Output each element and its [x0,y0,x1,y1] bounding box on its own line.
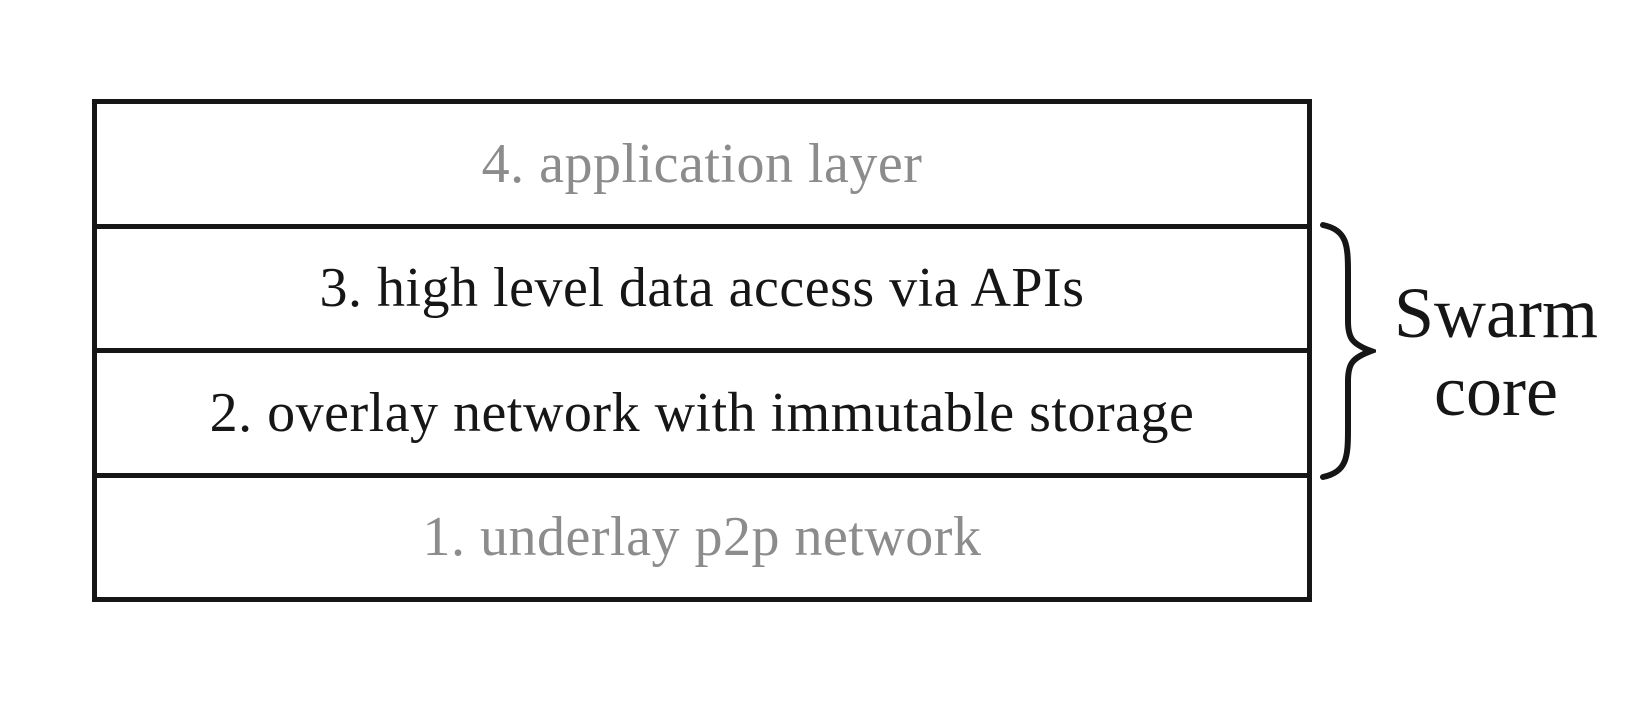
layer-label: 1. underlay p2p network [422,506,982,569]
layer-row-application: 4. application layer [97,104,1307,224]
curly-brace-icon [1320,222,1376,480]
layer-label: 2. overlay network with immutable storag… [209,381,1195,444]
brace-label-line1: Swarm [1394,273,1598,353]
brace-label: Swarm core [1380,266,1612,438]
brace-label-line2: core [1434,351,1558,431]
layer-label: 3. high level data access via APIs [319,257,1085,320]
layer-row-data-access: 3. high level data access via APIs [97,223,1307,349]
layer-stack: 4. application layer 3. high level data … [92,99,1312,602]
layer-row-underlay-network: 1. underlay p2p network [97,472,1307,598]
layer-label: 4. application layer [481,132,923,195]
layer-row-overlay-network: 2. overlay network with immutable storag… [97,348,1307,473]
